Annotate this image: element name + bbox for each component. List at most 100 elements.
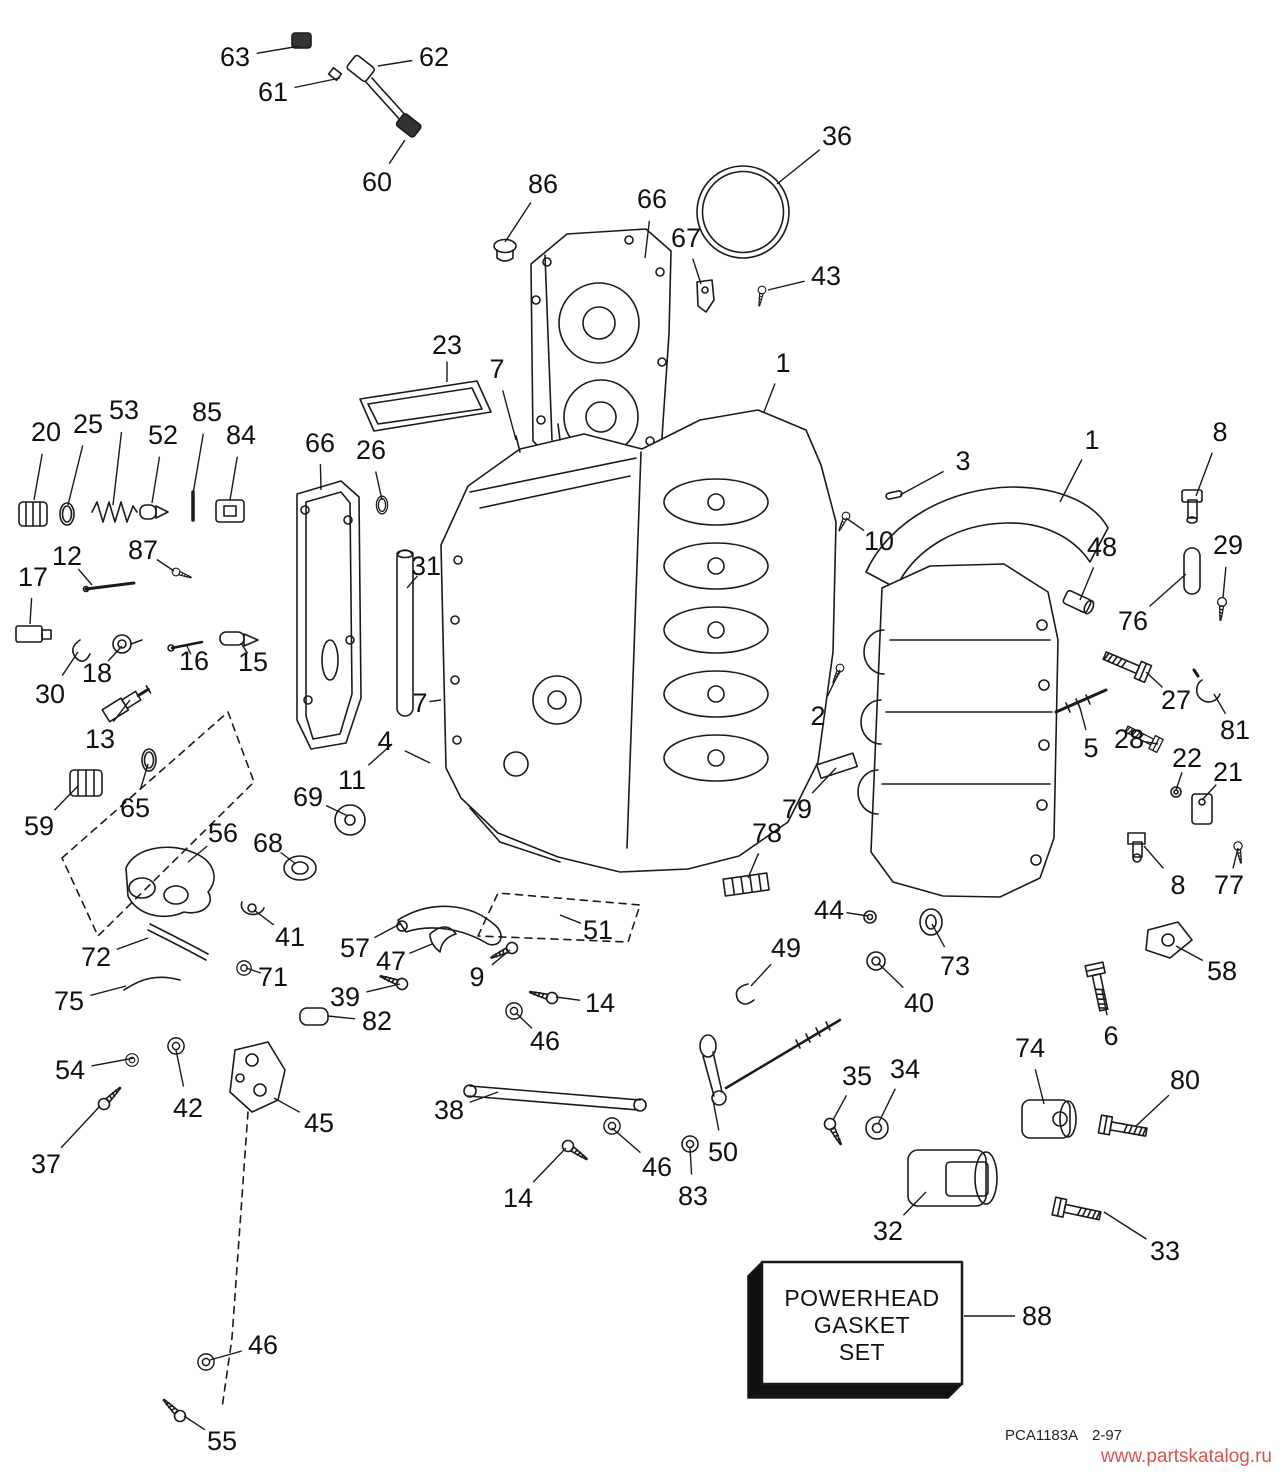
- part-10-screw: [835, 510, 852, 533]
- exhaust-cover-drawing: [296, 480, 362, 750]
- part-23-gasket: [359, 380, 492, 432]
- callout-14: 14: [585, 988, 615, 1018]
- part-87-screw: [170, 566, 194, 582]
- callout-25: 25: [73, 409, 103, 439]
- callout-30: 30: [35, 679, 65, 709]
- part-8-fitting-top: [1181, 489, 1203, 524]
- callout-10: 10: [864, 526, 894, 556]
- part-58-bracket: [1145, 921, 1193, 959]
- leader-line-58: [1175, 945, 1204, 962]
- leader-line-43: [767, 280, 805, 291]
- leader-line-1: [763, 383, 776, 413]
- part-30-clip: [72, 639, 91, 662]
- callout-15: 15: [238, 647, 268, 677]
- part-43-screw: [754, 284, 768, 308]
- leader-line-51: [559, 914, 582, 924]
- leader-line-34: [877, 1088, 896, 1125]
- part-68-grommet: [283, 855, 317, 881]
- part-8-fitting-lower: [1127, 832, 1146, 863]
- part-82-bushing: [299, 1007, 329, 1026]
- part-12-pin: [82, 581, 136, 593]
- callout-42: 42: [173, 1093, 203, 1123]
- leader-line-38: [469, 1091, 499, 1104]
- leader-line-46: [209, 1350, 242, 1361]
- callout-52: 52: [148, 420, 178, 450]
- part-60-sensor-assembly: [327, 54, 422, 138]
- callout-14: 14: [503, 1183, 533, 1213]
- leader-line-87: [156, 558, 175, 572]
- leader-line-46: [611, 1127, 641, 1154]
- part-14-screw: [527, 985, 560, 1006]
- dashed-guide-line: [221, 1111, 249, 1409]
- leader-line-17: [29, 598, 33, 625]
- part-35-screw: [821, 1115, 847, 1148]
- part-32-mount: [907, 1149, 998, 1207]
- callout-83: 83: [678, 1181, 708, 1211]
- callout-32: 32: [873, 1216, 903, 1246]
- part-6-bolt: [1084, 961, 1114, 1013]
- part-50-lever-and-rod: [699, 1018, 842, 1106]
- part-5-stud: [1054, 688, 1108, 714]
- part-2-screw: [829, 662, 846, 685]
- part-16-needle: [167, 640, 204, 652]
- part-84-housing: [215, 499, 245, 523]
- leader-line-30: [61, 651, 79, 677]
- callout-46: 46: [642, 1152, 672, 1182]
- part-25-oring: [59, 502, 75, 526]
- gasket-box-line3: SET: [839, 1339, 885, 1365]
- leader-line-52: [151, 456, 161, 504]
- leader-line-33: [1103, 1211, 1147, 1240]
- part-72-cable: [147, 923, 209, 961]
- callout-68: 68: [253, 828, 283, 858]
- part-73-grommet: [919, 908, 943, 936]
- callout-87: 87: [128, 535, 158, 565]
- part-38-link-rod: [463, 1084, 647, 1112]
- callout-46: 46: [248, 1330, 278, 1360]
- callout-29: 29: [1213, 530, 1243, 560]
- callout-41: 41: [275, 922, 305, 952]
- part-47-cam: [429, 926, 457, 953]
- leader-line-86: [504, 202, 532, 243]
- callout-71: 71: [258, 962, 288, 992]
- leader-line-42: [175, 1049, 185, 1087]
- leader-lines: [29, 45, 1239, 1431]
- dashed-guide-box: [61, 711, 255, 937]
- callout-73: 73: [940, 951, 970, 981]
- callout-2: 2: [810, 701, 825, 731]
- leader-line-8: [1143, 845, 1165, 869]
- callout-26: 26: [356, 435, 386, 465]
- leader-line-26: [375, 471, 383, 501]
- leader-line-72: [116, 937, 149, 951]
- leader-line-9: [491, 949, 511, 966]
- leader-line-27: [1145, 671, 1163, 688]
- leader-line-32: [902, 1191, 927, 1216]
- callout-77: 77: [1214, 870, 1244, 900]
- callout-37: 37: [31, 1149, 61, 1179]
- callout-4: 4: [377, 726, 392, 756]
- leader-line-2: [826, 669, 841, 697]
- callout-22: 22: [1172, 743, 1202, 773]
- leader-line-10: [845, 517, 865, 532]
- leader-line-66: [644, 220, 651, 259]
- callout-74: 74: [1015, 1033, 1045, 1063]
- leader-line-59: [53, 785, 79, 811]
- callout-88: 88: [1022, 1301, 1052, 1331]
- part-55-screw: [159, 1395, 189, 1425]
- dashed-guide-box-2: [477, 892, 641, 943]
- leader-line-45: [273, 1097, 301, 1113]
- part-34-washer: [865, 1116, 889, 1140]
- part-46-washer-2: [603, 1117, 621, 1135]
- leader-line-7: [502, 390, 517, 441]
- callout-20: 20: [31, 417, 61, 447]
- gasket-box-line1: POWERHEAD: [784, 1285, 939, 1311]
- callout-49: 49: [771, 933, 801, 963]
- callout-72: 72: [81, 942, 111, 972]
- callout-81: 81: [1220, 715, 1250, 745]
- callout-56: 56: [208, 818, 238, 848]
- leader-line-83: [689, 1147, 693, 1175]
- callout-57: 57: [340, 933, 370, 963]
- callout-67: 67: [671, 223, 701, 253]
- part-31-tube: [396, 549, 414, 717]
- part-18-plug: [112, 634, 143, 654]
- callout-17: 17: [18, 562, 48, 592]
